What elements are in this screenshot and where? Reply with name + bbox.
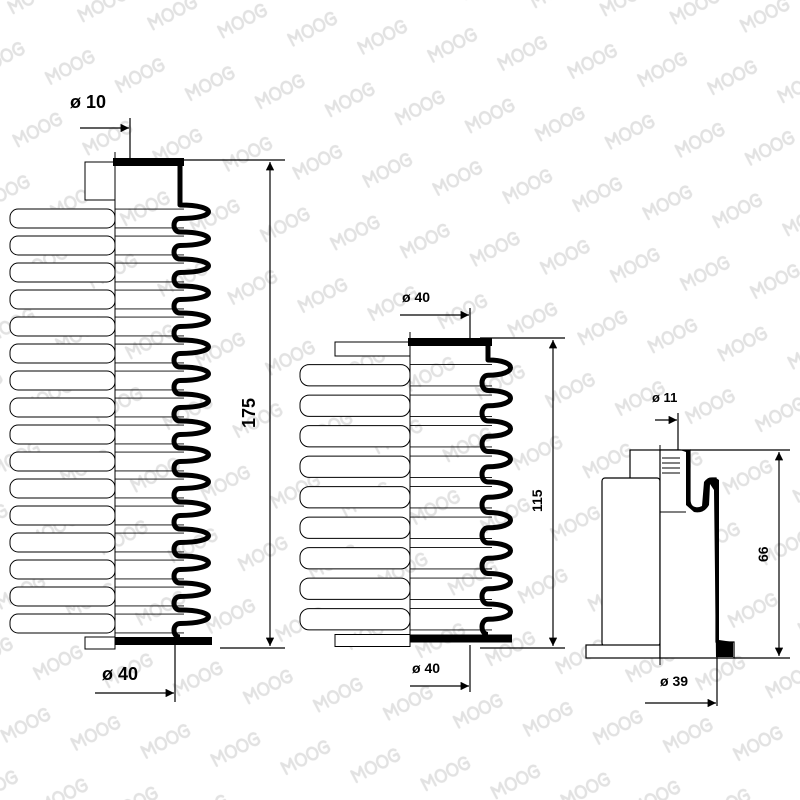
ridge: [9, 208, 116, 229]
ridge: [9, 424, 116, 445]
collar: [84, 161, 116, 201]
ridge: [9, 613, 116, 634]
large-bellows-dimensions: [80, 118, 285, 702]
ridge: [299, 608, 411, 631]
small-bottom-diameter-label: ø 39: [660, 673, 688, 689]
top-seal: [113, 158, 184, 166]
medium-height-label: 115: [529, 489, 545, 512]
ridge: [299, 455, 411, 478]
ridge: [9, 235, 116, 256]
ridge: [299, 516, 411, 539]
ridge: [9, 343, 116, 364]
ridge: [9, 262, 116, 283]
large-bottom-diameter-label: ø 40: [102, 664, 138, 684]
bottom-seal: [410, 634, 512, 643]
large-top-diameter-label: ø 10: [70, 92, 106, 112]
large-bellows-drawing: [9, 152, 212, 650]
ridge: [299, 394, 411, 417]
ridge: [9, 505, 116, 526]
ridge: [299, 364, 411, 387]
ridge: [9, 370, 116, 391]
small-boot-dimensions: [645, 413, 790, 708]
bottom-collar: [84, 636, 116, 650]
ridge: [9, 478, 116, 499]
top-seal: [408, 338, 492, 346]
ridge: [9, 289, 116, 310]
bellows-profile: [410, 339, 513, 637]
bellows-profile: [115, 159, 211, 640]
collar: [334, 341, 411, 357]
medium-bottom-diameter-label: ø 40: [412, 660, 440, 676]
bottom-collar: [334, 634, 411, 647]
ridge: [9, 559, 116, 580]
ridge: [299, 547, 411, 570]
ridge: [299, 486, 411, 509]
medium-top-diameter-label: ø 40: [402, 289, 430, 305]
ridge: [9, 397, 116, 418]
small-boot-drawing: [585, 445, 735, 665]
ridge: [9, 451, 116, 472]
small-top-diameter-label: ø 11: [652, 390, 677, 405]
medium-bellows-dimensions: [400, 308, 565, 692]
medium-bellows-drawing: [299, 332, 513, 647]
large-height-label: 175: [239, 398, 259, 428]
ridge: [9, 532, 116, 553]
small-height-label: 66: [755, 546, 771, 562]
ridge: [299, 425, 411, 448]
ridge: [299, 577, 411, 600]
bottom-seal: [115, 637, 212, 645]
ridge: [9, 586, 116, 607]
ridge: [9, 316, 116, 337]
